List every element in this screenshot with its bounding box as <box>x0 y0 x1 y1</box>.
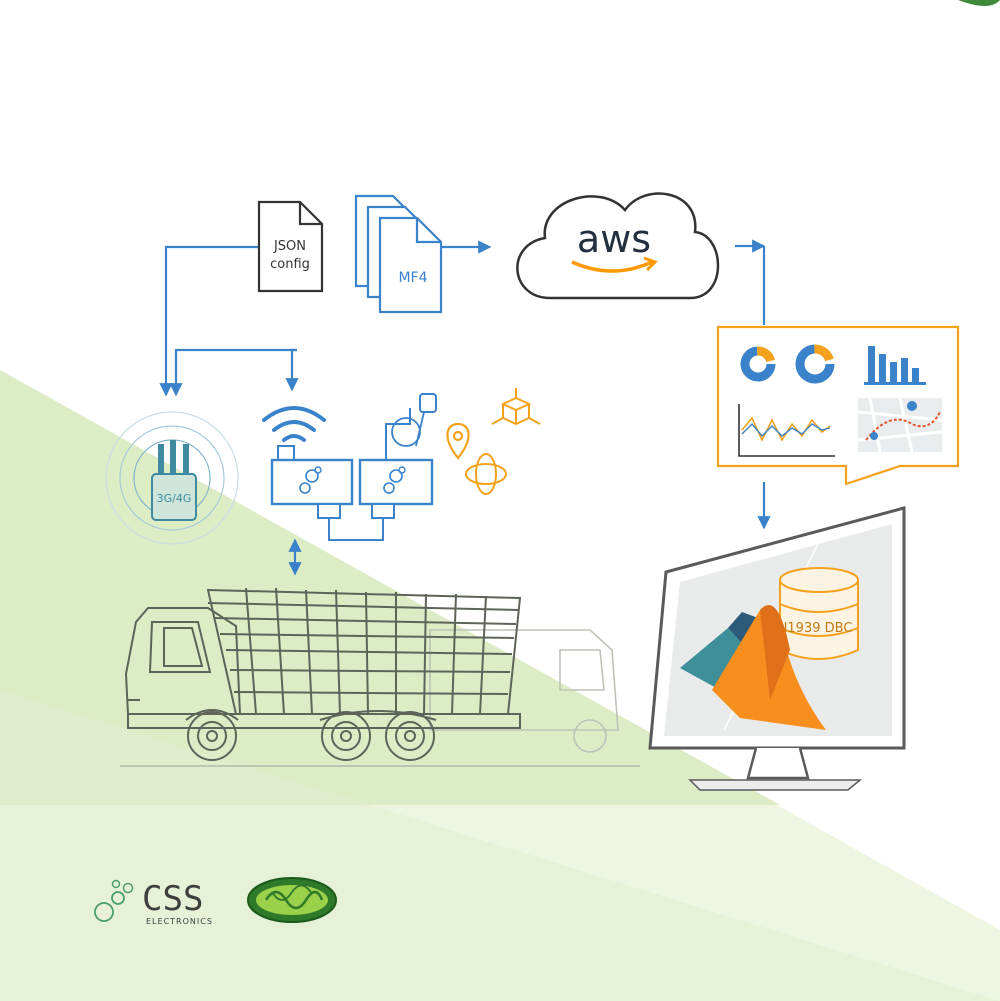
matlab-logo-icon <box>680 605 826 730</box>
donut-chart-icon <box>740 344 835 384</box>
map-icon <box>857 397 943 453</box>
truck-icon <box>120 587 640 767</box>
can-logger-2 <box>358 393 437 519</box>
connector-lines <box>159 239 771 576</box>
orbit-icon <box>465 453 507 495</box>
corner-leaf-icon <box>958 0 1000 6</box>
aws-label: aws <box>577 217 651 261</box>
can-logger-1 <box>270 445 354 519</box>
modem-label: 3G/4G <box>157 492 192 505</box>
mf4-log-files-icon <box>354 194 443 314</box>
3d-axes-icon <box>491 388 541 426</box>
brand-subtitle: ELECTRONICS <box>146 917 213 926</box>
json-config-file-icon: JSON config <box>257 200 324 293</box>
json-config-label-line1: JSON <box>273 239 306 254</box>
brand-name: CSS <box>142 879 203 919</box>
dashboard-panel <box>716 325 960 486</box>
database-icon <box>779 567 859 660</box>
can-cable <box>328 518 384 541</box>
database-label: J1939 DBC <box>783 621 853 636</box>
modem-3g4g-icon: 3G/4G <box>105 411 239 545</box>
aws-cloud-icon: aws <box>516 192 720 300</box>
css-logo-icon: CSS ELECTRONICS <box>94 879 213 926</box>
partner-logo-icon <box>247 877 337 923</box>
mf4-label: MF4 <box>398 270 427 286</box>
bar-chart-icon <box>864 346 926 385</box>
wifi-icon <box>262 406 326 442</box>
location-pin-icon <box>446 422 470 460</box>
line-chart-icon <box>738 404 835 457</box>
json-config-label-line2: config <box>270 257 310 272</box>
